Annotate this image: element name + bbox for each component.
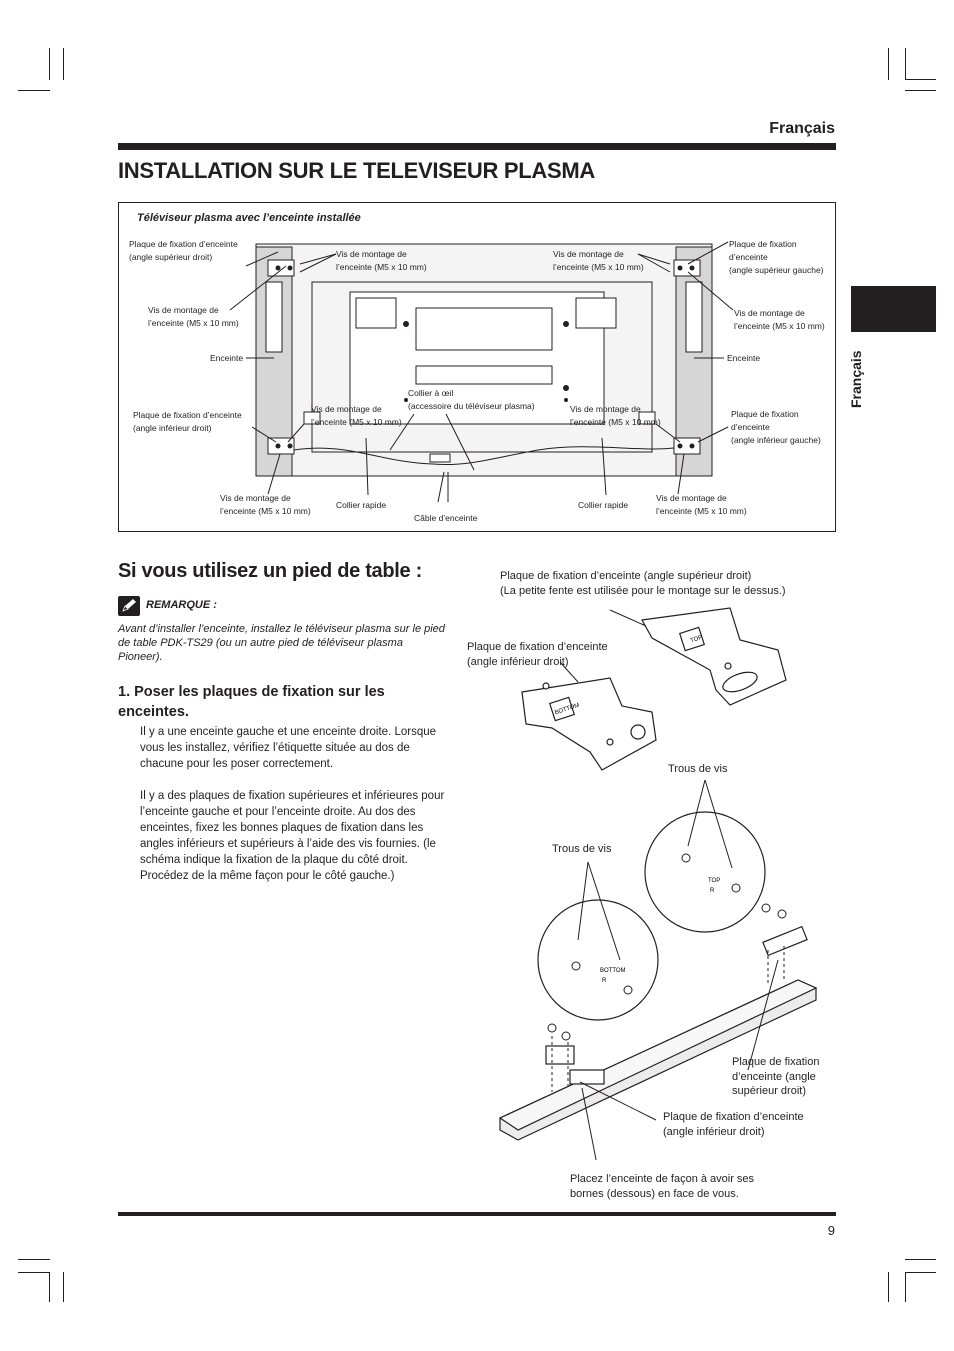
page-number: 9 — [827, 1223, 835, 1238]
label-speaker-left: Enceinte — [210, 353, 244, 363]
label-screw-holes: Trous de vis — [668, 763, 728, 775]
crop-mark — [905, 90, 936, 91]
label-speaker-right: Enceinte — [727, 353, 761, 363]
label-speaker-cable: Câble d’enceinte — [414, 513, 478, 523]
top-rule — [118, 143, 836, 150]
crop-mark — [888, 1272, 889, 1302]
label-eye-collar: Collier à œil(accessoire du téléviseur p… — [408, 388, 535, 411]
crop-mark — [18, 1259, 50, 1260]
pencil-note-icon — [118, 596, 140, 616]
figure-frame — [118, 202, 836, 532]
side-tab — [851, 286, 936, 332]
side-tab-label: Français — [848, 350, 864, 408]
label-top-plate: Plaque de fixation d’enceinte (angle sup… — [500, 570, 786, 597]
crop-mark — [18, 1272, 50, 1273]
crop-mark — [888, 48, 889, 80]
note-text: Avant d’installer l’enceinte, installez … — [118, 623, 445, 663]
r-tag: R — [710, 888, 715, 894]
crop-mark — [905, 79, 936, 80]
header-language: Français — [769, 120, 835, 137]
plasma-tv-rear-illustration — [229, 241, 734, 503]
crop-mark — [905, 1259, 936, 1260]
paragraph: Il y a une enceinte gauche et une encein… — [140, 726, 437, 770]
note-title: REMARQUE : — [146, 599, 217, 611]
figure-caption: Téléviseur plasma avec l’enceinte instal… — [137, 212, 361, 224]
bottom-rule — [118, 1212, 836, 1216]
crop-mark — [905, 48, 906, 80]
bottom-tag: BOTTOM — [600, 968, 626, 974]
label-plate-lower-right: Plaque de fixation d’enceinte(angle infé… — [133, 410, 242, 433]
label-screw-holes: Trous de vis — [552, 843, 612, 855]
crop-mark — [63, 48, 64, 80]
crop-mark — [905, 1272, 936, 1273]
speaker-plates-illustration: TOP BOTTOM TOP R BOTTOM R — [498, 607, 818, 1160]
label-quick-clamp: Collier rapide — [336, 500, 387, 510]
crop-mark — [905, 1272, 906, 1302]
label-quick-clamp: Collier rapide — [578, 500, 629, 510]
label-lower-plate: Plaque de fixation d’enceinte(angle infé… — [663, 1111, 804, 1138]
step-title: 1. Poser les plaques de fixation sur les… — [118, 684, 385, 720]
paragraph: Il y a des plaques de fixation supérieur… — [140, 790, 445, 882]
subsection-title: Si vous utilisez un pied de table : — [118, 560, 422, 582]
crop-mark — [49, 1272, 50, 1302]
top-tag: TOP — [690, 635, 703, 644]
top-tag: TOP — [708, 878, 720, 884]
crop-mark — [49, 48, 50, 80]
label-bottom-plate: Plaque de fixation d’enceinte(angle infé… — [467, 641, 608, 668]
label-plate-upper-right: Plaque de fixation d’enceinte(angle supé… — [129, 239, 238, 262]
crop-mark — [63, 1272, 64, 1302]
section-title: INSTALLATION SUR LE TELEVISEUR PLASMA — [118, 158, 595, 183]
crop-mark — [18, 90, 50, 91]
r-tag: R — [602, 978, 607, 984]
